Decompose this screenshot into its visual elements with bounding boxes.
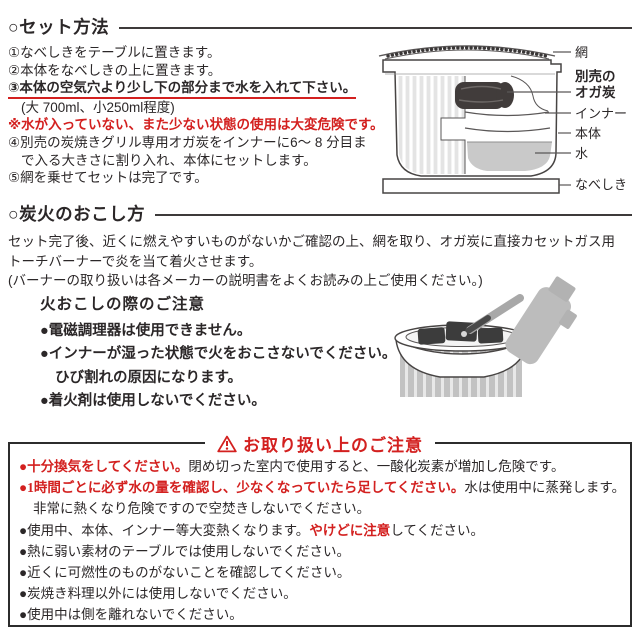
para-line-3: (バーナーの取り扱いは各メーカーの説明書をよくお読みの上ご使用ください。) (8, 273, 483, 288)
leader-lines (507, 51, 571, 186)
heading-rule (119, 27, 632, 29)
fire-caution-item: ●電磁調理器は使用できません。 (40, 323, 252, 339)
set-method-heading: ○セット方法 (8, 14, 632, 39)
nabeshiki-stand-shape (382, 178, 560, 194)
torch-lighting-illustration (390, 272, 635, 407)
step-2: ②本体をなべしきの上に置きます。 (8, 62, 222, 78)
fire-caution-item: ●インナーが湿った状態で火をおこさないでください。 (40, 346, 397, 363)
set-method-heading-text: ○セット方法 (8, 17, 110, 37)
cutaway-step-line (440, 76, 466, 174)
caution-item: ●十分換気をしてください。閉め切った室内で使用すると、一酸化炭素が増加し危険です… (19, 459, 565, 474)
caution-item: ●熱に弱い素材のテーブルでは使用しないでください。 (19, 543, 350, 559)
label-body: 本体 (575, 126, 602, 141)
set-method-steps: ①なべしきをテーブルに置きます。 ②本体をなべしきの上に置きます。 ③本体の空気… (8, 44, 632, 187)
step-1: ①なべしきをテーブルに置きます。 (8, 45, 221, 60)
flame-tip (461, 331, 467, 337)
mesh-dots (386, 46, 548, 58)
label-mesh: 網 (575, 45, 589, 60)
step-3-note: (大 700ml、小250ml程度) (21, 99, 175, 115)
handling-caution-box: お取り扱い上のご注意 ●十分換気をしてください。閉め切った室内で使用すると、一酸… (8, 431, 632, 627)
torch-burner-shape (461, 276, 577, 365)
label-water: 水 (575, 146, 589, 161)
water-fill (467, 142, 552, 171)
caution-item: ●使用中、本体、インナー等大変熱くなります。やけどに注意してください。 (19, 522, 485, 538)
fire-caution-heading: 火おこしの際のご注意 (40, 296, 206, 313)
mesh-grill-shape (378, 45, 556, 60)
label-nabeshiki: なべしき (575, 177, 628, 192)
inner-bottom-line (464, 111, 550, 117)
heading-rule (155, 214, 632, 216)
step-5: ⑤網を乗せてセットは完了です。 (8, 170, 208, 186)
section-set-method: ○セット方法 ①なべしきをテーブルに置きます。 ②本体をなべしきの上に置きます。… (8, 14, 632, 187)
section-charcoal-lighting: ○炭火のおこし方 セット完了後、近くに燃えやすいものがないかご確認の上、網を取り… (8, 201, 632, 291)
grill-cross-section-diagram: 網 別売の オガ炭 インナー 本体 水 なべしき (355, 28, 640, 210)
fire-caution-item-cont: ひび割れの原因になります。 (55, 369, 243, 386)
fire-caution-items: ●電磁調理器は使用できません。 ●インナーが湿った状態で火をおこさないでください… (40, 320, 440, 413)
caution-item: ●近くに可燃性のものがないことを確認してください。 (19, 565, 351, 581)
torch-illustration-drawing (394, 276, 577, 397)
label-inner: インナー (575, 106, 628, 121)
para-line-2: トーチバーナーで炎を当て着火させます。 (8, 253, 263, 269)
oga-charcoal-shape (455, 82, 514, 109)
caution-item: ●炭焼き料理以外には使用しないでください。 (19, 586, 297, 602)
label-oga-charcoal: オガ炭 (575, 85, 616, 100)
fire-caution-list: 火おこしの際のご注意 ●電磁調理器は使用できません。 ●インナーが湿った状態で火… (40, 292, 440, 413)
charcoal-lighting-paragraph: セット完了後、近くに燃えやすいものがないかご確認の上、網を取り、オガ炭に直接カセ… (8, 232, 632, 291)
body-exterior-hatch (398, 76, 465, 174)
handling-caution-items: ●十分換気をしてください。閉め切った室内で使用すると、一酸化炭素が増加し危険です… (10, 444, 630, 626)
step-3-underlined: ③本体の空気穴より少し下の部分まで水を入れて下さい。 (8, 79, 357, 99)
step-4: ④別売の炭焼きグリル専用オガ炭をインナーに6～ 8 分目ま (8, 134, 367, 150)
label-sold-separately: 別売の (575, 69, 616, 84)
handling-caution-title: お取り扱い上のご注意 (205, 431, 435, 456)
water-warning: ※水が入っていない、また少ない状態の使用は大変危険です。 (8, 117, 384, 133)
warning-triangle-icon (217, 435, 237, 452)
charcoal-lighting-heading-text: ○炭火のおこし方 (8, 204, 146, 224)
grill-diagram-drawing (378, 45, 571, 194)
caution-item: ●1時間ごとに必ず水の量を確認し、少なくなっていたら足してください。水は使用中に… (19, 480, 626, 496)
body-inner-line (464, 127, 551, 133)
caution-item-cont: 非常に熱くなり危険ですので空焚きしないでください。 (33, 501, 371, 517)
caution-item: ●使用中は側を離れないでください。 (19, 607, 243, 623)
step-4-cont: で入る大きさに割り入れ、本体にセットします。 (21, 152, 317, 168)
para-line-1: セット完了後、近くに燃えやすいものがないかご確認の上、網を取り、オガ炭に直接カセ… (8, 234, 615, 249)
handling-caution-title-text: お取り扱い上のご注意 (243, 436, 423, 455)
fire-caution-item: ●着火剤は使用しないでください。 (40, 392, 266, 409)
charcoal-lighting-heading: ○炭火のおこし方 (8, 201, 632, 226)
inner-wall-curve (510, 75, 549, 112)
